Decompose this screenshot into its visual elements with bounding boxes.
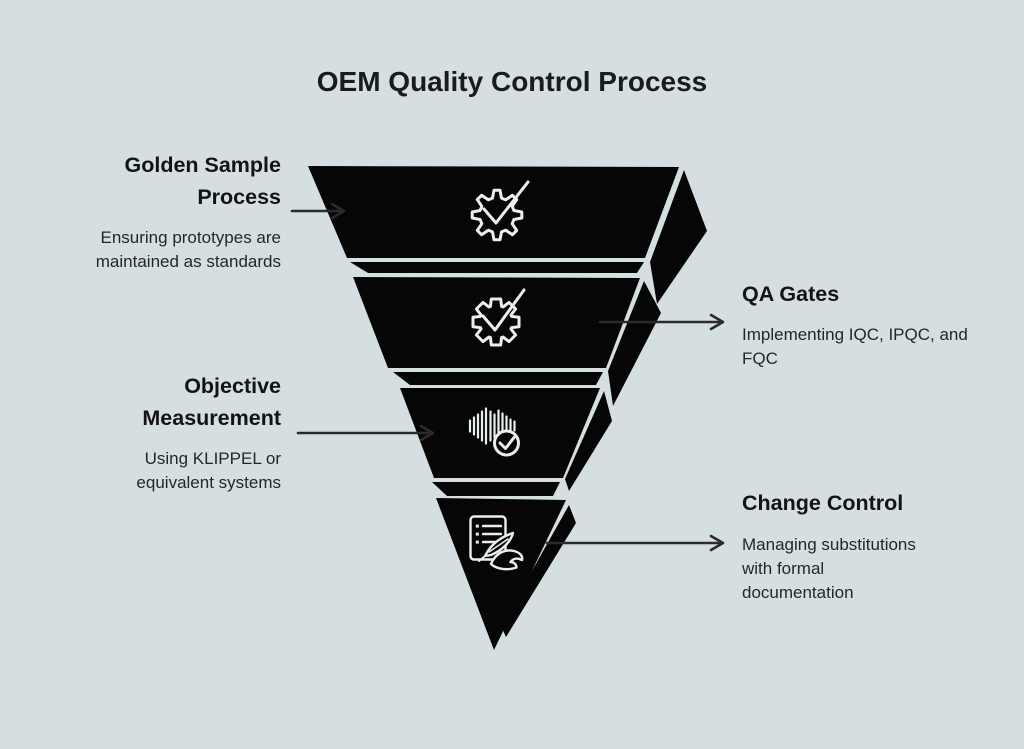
step-description: Using KLIPPEL or equivalent systems [136, 449, 281, 493]
arrow-objective-measurement [296, 424, 435, 442]
step-description: Managing substitutions with formal docum… [742, 534, 916, 602]
arrow-qa-gates [598, 313, 725, 331]
step-label-objective-measurement: Objective Measurement Using KLIPPEL or e… [96, 371, 281, 495]
step-heading: Golden Sample Process [124, 153, 281, 209]
segment-3-side-face [565, 391, 612, 491]
step-heading: Change Control [742, 491, 904, 515]
arrow-change-control [545, 534, 725, 552]
step-label-change-control: Change Control Managing substitutions wi… [742, 488, 957, 605]
segment-3-bottom-strip [432, 482, 560, 496]
funnel-segment-1 [308, 166, 707, 304]
step-description: Ensuring prototypes are maintained as st… [95, 228, 281, 272]
step-heading: Objective Measurement [142, 374, 281, 430]
segment-4-side-face [501, 505, 576, 637]
document-signature-icon [469, 515, 524, 571]
segment-1-bottom-strip [350, 262, 644, 273]
funnel-segment-2 [353, 277, 661, 406]
segment-2-bottom-strip [393, 372, 603, 385]
step-heading: QA Gates [742, 282, 840, 306]
step-label-golden-sample: Golden Sample Process Ensuring prototype… [69, 150, 281, 274]
funnel-segment-4 [436, 498, 576, 650]
badge-check-icon [470, 180, 530, 242]
gear-check-icon [471, 288, 526, 347]
arrow-golden-sample [290, 202, 346, 220]
page-title: OEM Quality Control Process [316, 66, 708, 97]
step-label-qa-gates: QA Gates Implementing IQC, IPQC, and FQC [742, 279, 972, 371]
segment-2-side-face [608, 281, 661, 406]
segment-1-side-face [650, 170, 707, 304]
step-description: Implementing IQC, IPQC, and FQC [742, 324, 968, 368]
waveform-check-icon [468, 407, 520, 457]
